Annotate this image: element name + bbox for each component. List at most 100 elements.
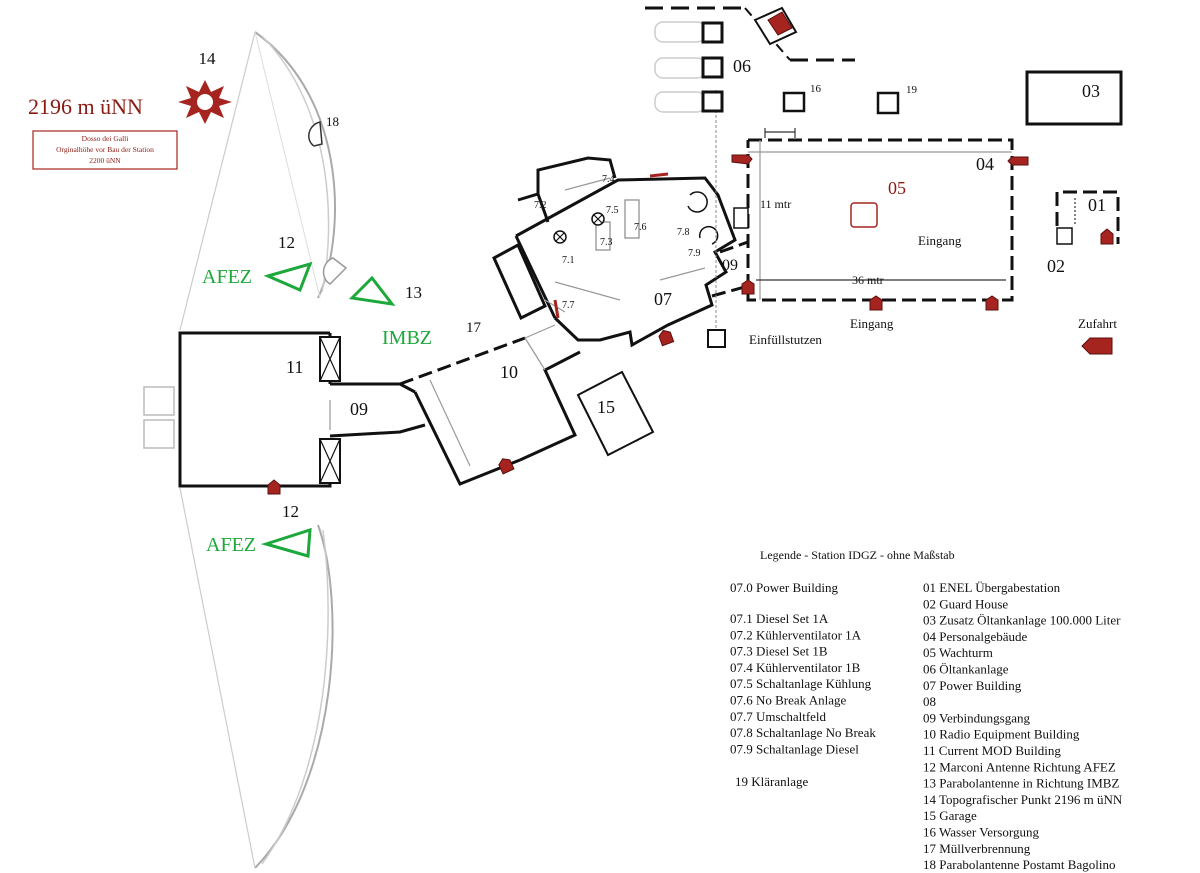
- label-06: 06: [733, 56, 751, 76]
- building-07: [492, 156, 737, 348]
- label-19: 19: [906, 84, 918, 96]
- door-11-icon: [267, 479, 281, 495]
- legend-item: 13 Parabolantenne in Richtung IMBZ: [923, 776, 1119, 791]
- summit-note-box: [32, 130, 178, 170]
- legend-item: 09 Verbindungsgang: [923, 710, 1031, 725]
- legend-item: 16 Wasser Versorgung: [923, 825, 1039, 840]
- legend-item: 07.7 Umschaltfeld: [730, 709, 827, 724]
- label-04: 04: [976, 154, 994, 174]
- antenna-afez-bottom-icon: [260, 527, 312, 558]
- label-7-8: 7.8: [677, 227, 690, 238]
- legend-item: 07.6 No Break Anlage: [730, 693, 846, 708]
- legend-item: 07.3 Diesel Set 1B: [730, 644, 828, 659]
- label-10: 10: [500, 362, 518, 382]
- building-05: [731, 128, 1029, 311]
- label-11: 11: [286, 357, 303, 377]
- antenna-afez-top-icon: [263, 261, 313, 293]
- building-01: [1055, 190, 1120, 245]
- antenna-imbz-icon: [348, 275, 396, 307]
- oil-tanks-06: [645, 6, 855, 113]
- parabola-18-icon: [308, 121, 323, 147]
- legend-item: 03 Zusatz Öltankanlage 100.000 Liter: [923, 613, 1121, 628]
- label-15: 15: [597, 397, 615, 417]
- label-eingang-outer: Eingang: [850, 316, 894, 331]
- summit-note-line: 2200 üNN: [89, 156, 121, 165]
- parabola-12-dish-icon: [322, 257, 348, 285]
- legend-item: 06 Öltankanlage: [923, 662, 1009, 677]
- legend-item: 18 Parabolantenne Postamt Bagolino: [923, 857, 1115, 872]
- summit-note-line: Dosso dei Galli: [82, 134, 129, 143]
- label-03: 03: [1082, 81, 1100, 101]
- legend-item: 07.8 Schaltanlage No Break: [730, 725, 876, 740]
- label-12-top: 12: [278, 233, 295, 252]
- legend-item: 01 ENEL Übergabestation: [923, 580, 1061, 595]
- label-7-5: 7.5: [606, 205, 619, 216]
- label-imbz: IMBZ: [382, 327, 432, 349]
- legend-title: Legende - Station IDGZ - ohne Maßstab: [760, 548, 955, 562]
- legend-item: 11 Current MOD Building: [923, 743, 1061, 758]
- door-10-icon: [498, 458, 515, 475]
- label-36-mtr: 36 mtr: [852, 273, 884, 287]
- legend-item: 10 Radio Equipment Building: [923, 727, 1080, 742]
- corridor-09-left: [329, 382, 426, 438]
- label-einfuellstutzen: Einfüllstutzen: [749, 332, 822, 347]
- door-corridor-icon: [741, 279, 755, 295]
- label-12-bottom: 12: [282, 502, 299, 521]
- door-05-south-a-icon: [869, 295, 883, 311]
- legend-item: 07 Power Building: [923, 678, 1022, 693]
- summit-note-line: Orginalhöhe vor Bau der Station: [56, 145, 154, 154]
- legend-item: 17 Müllverbrennung: [923, 841, 1031, 856]
- label-afez-top: AFEZ: [202, 266, 252, 288]
- label-7-6: 7.6: [634, 222, 647, 233]
- label-16: 16: [810, 83, 822, 95]
- label-eingang-inner: Eingang: [918, 233, 962, 248]
- label-7-3: 7.3: [600, 237, 613, 248]
- building-03: [1025, 70, 1123, 126]
- legend-item: 08: [923, 694, 936, 709]
- wachturm-box: [850, 202, 878, 228]
- label-07: 07: [654, 289, 672, 309]
- einfuellstutzen-box: [707, 329, 726, 348]
- label-02: 02: [1047, 256, 1065, 276]
- legend-item: 07.1 Diesel Set 1A: [730, 611, 829, 626]
- diesel-set-symbol-icon: [553, 212, 605, 244]
- label-09-right: 09: [722, 257, 738, 274]
- label-7-2: 7.2: [534, 200, 547, 211]
- legend-extra: 19 Kläranlage: [735, 774, 809, 789]
- label-14: 14: [199, 49, 217, 68]
- label-09-left: 09: [350, 399, 368, 419]
- legend-item: 07.5 Schaltanlage Kühlung: [730, 676, 872, 691]
- summit-height: 2196 m üNN: [28, 94, 143, 119]
- legend-item: 07.2 Kühlerventilator 1A: [730, 627, 862, 642]
- label-zufahrt: Zufahrt: [1078, 316, 1117, 331]
- label-7-1: 7.1: [562, 255, 575, 266]
- label-18: 18: [326, 114, 339, 129]
- door-04-icon: [1007, 156, 1029, 166]
- label-7-9: 7.9: [688, 248, 701, 259]
- legend-item: 04 Personalgebäude: [923, 629, 1028, 644]
- label-01: 01: [1088, 195, 1106, 215]
- building-02: [1056, 227, 1073, 245]
- building-16: [782, 91, 806, 113]
- building-11: [143, 331, 341, 495]
- building-15: [576, 370, 655, 457]
- building-19: [876, 91, 900, 115]
- legend-item: 12 Marconi Antenne Richtung AFEZ: [923, 759, 1116, 774]
- legend-item: 05 Wachturm: [923, 645, 993, 660]
- legend-item: 07.4 Kühlerventilator 1B: [730, 660, 861, 675]
- building-10: [399, 324, 581, 486]
- label-afez-bottom: AFEZ: [206, 534, 256, 556]
- legend-power-header: 07.0 Power Building: [730, 580, 838, 595]
- legend-item: 14 Topografischer Punkt 2196 m üNN: [923, 792, 1123, 807]
- legend-item: 07.9 Schaltanlage Diesel: [730, 741, 859, 756]
- tank-gate-icon: [767, 11, 793, 36]
- label-7-4: 7.4: [602, 174, 615, 185]
- door-05-south-b-icon: [985, 295, 999, 311]
- label-17: 17: [466, 320, 482, 336]
- label-13: 13: [405, 283, 422, 302]
- legend: Legende - Station IDGZ - ohne Maßstab 07…: [730, 548, 1123, 872]
- door-01-icon: [1100, 228, 1114, 245]
